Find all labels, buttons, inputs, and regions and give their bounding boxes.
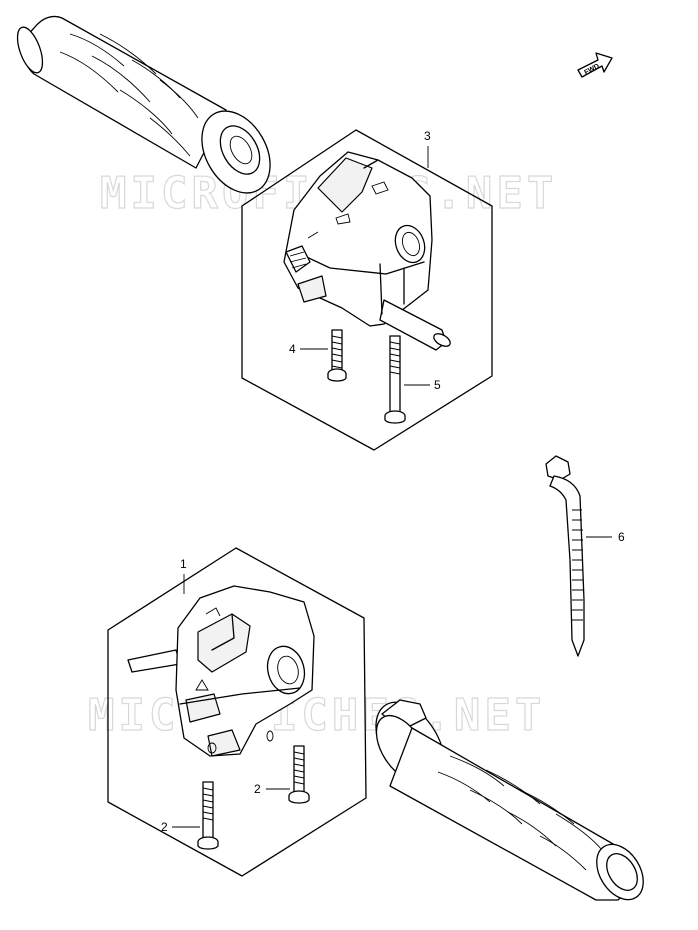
fwd-label: FWD	[583, 63, 600, 77]
callout-3: 3	[424, 129, 431, 143]
right-switch-assembly	[283, 151, 451, 351]
fwd-arrow-icon: FWD	[577, 52, 613, 78]
screw	[197, 781, 219, 850]
screw	[288, 745, 310, 804]
callout-1: 1	[180, 557, 187, 571]
callout-4: 4	[289, 342, 296, 356]
callout-5: 5	[434, 378, 441, 392]
watermark-bottom: MICROFICHES.NET	[88, 690, 545, 741]
right-grip	[375, 699, 644, 901]
callout-2b: 2	[161, 820, 168, 834]
assembly-1-outline	[107, 547, 367, 877]
callout-2a: 2	[254, 782, 261, 796]
cable-tie	[545, 455, 585, 657]
left-switch-assembly	[127, 585, 315, 757]
left-grip	[16, 15, 271, 194]
assembly-3-outline	[241, 129, 493, 451]
callout-6: 6	[618, 530, 625, 544]
long-screw	[384, 335, 406, 424]
short-screw	[327, 329, 347, 382]
